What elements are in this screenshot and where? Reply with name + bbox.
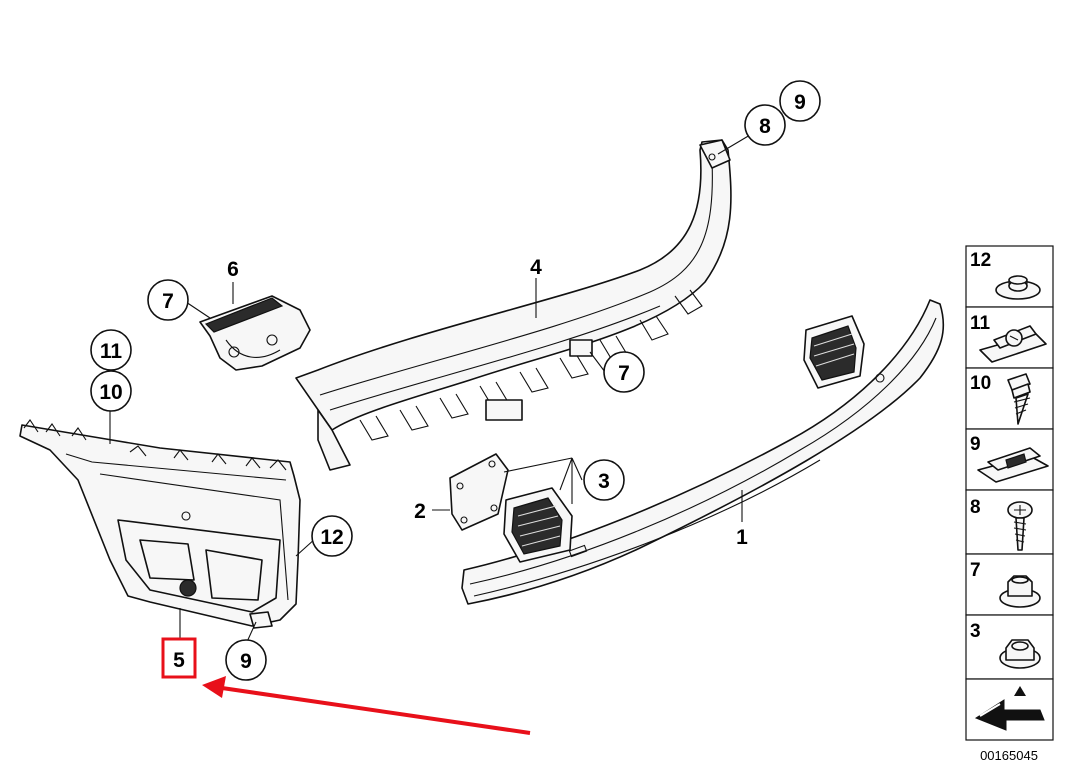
svg-text:7: 7 bbox=[162, 290, 174, 313]
callout-7b: 7 bbox=[603, 351, 645, 393]
callout-2: 2 bbox=[414, 500, 426, 523]
callout-7a: 7 bbox=[147, 279, 189, 321]
svg-text:3: 3 bbox=[970, 621, 981, 642]
legend-item-7: 7 bbox=[970, 560, 1041, 608]
callout-4: 4 bbox=[530, 256, 542, 279]
part-4-upper-bracket bbox=[295, 139, 732, 471]
svg-text:8: 8 bbox=[759, 115, 771, 138]
svg-text:7: 7 bbox=[618, 362, 630, 385]
legend-item-9: 9 bbox=[970, 434, 1049, 483]
fastener-legend: 12 11 10 bbox=[965, 245, 1054, 763]
svg-text:7: 7 bbox=[970, 560, 981, 581]
part-5-side-bracket bbox=[19, 419, 301, 629]
clip-nut-icon bbox=[995, 275, 1041, 300]
callout-9b: 9 bbox=[225, 639, 267, 681]
highlight-arrow bbox=[202, 676, 531, 735]
svg-text:9: 9 bbox=[794, 91, 806, 114]
svg-text:12: 12 bbox=[320, 526, 343, 549]
legend-item-10: 10 bbox=[970, 373, 1031, 425]
callout-8: 8 bbox=[744, 104, 786, 146]
callout-1: 1 bbox=[736, 526, 748, 549]
callout-11: 11 bbox=[90, 329, 132, 371]
leader-lines bbox=[109, 134, 751, 645]
part-1-bumper-carrier bbox=[461, 299, 945, 605]
legend-item-12: 12 bbox=[970, 250, 1041, 300]
spring-nut-icon bbox=[979, 325, 1047, 363]
reference-code: 00165045 bbox=[980, 748, 1038, 763]
legend-item-3: 3 bbox=[970, 621, 1041, 669]
svg-text:11: 11 bbox=[970, 313, 991, 334]
callout-10: 10 bbox=[90, 370, 132, 412]
collar-nut-icon bbox=[999, 575, 1041, 608]
callout-5: 5 bbox=[161, 637, 197, 679]
self-tapping-screw-icon bbox=[1007, 501, 1033, 551]
screw-icon bbox=[1007, 373, 1031, 425]
direction-arrow-icon bbox=[974, 686, 1045, 731]
callout-3: 3 bbox=[583, 459, 625, 501]
svg-text:10: 10 bbox=[970, 373, 991, 394]
speed-nut-icon bbox=[977, 447, 1049, 483]
callout-6: 6 bbox=[227, 258, 239, 281]
svg-text:8: 8 bbox=[970, 497, 981, 518]
svg-text:5: 5 bbox=[173, 649, 185, 672]
svg-text:12: 12 bbox=[970, 250, 991, 271]
svg-text:4: 4 bbox=[530, 256, 542, 279]
svg-text:9: 9 bbox=[240, 650, 252, 673]
svg-text:6: 6 bbox=[227, 258, 239, 281]
part-2-cover-plate bbox=[449, 453, 509, 531]
svg-text:11: 11 bbox=[100, 340, 123, 363]
svg-text:2: 2 bbox=[414, 500, 426, 523]
part-6-bracket bbox=[199, 295, 311, 371]
legend-item-11: 11 bbox=[970, 313, 1047, 363]
legend-item-8: 8 bbox=[970, 497, 1033, 551]
svg-text:3: 3 bbox=[598, 470, 610, 493]
svg-text:9: 9 bbox=[970, 434, 981, 455]
svg-text:10: 10 bbox=[99, 381, 122, 404]
svg-text:1: 1 bbox=[736, 526, 748, 549]
hex-nut-icon bbox=[999, 639, 1041, 669]
callout-9a: 9 bbox=[779, 80, 821, 122]
callout-12: 12 bbox=[311, 515, 353, 557]
